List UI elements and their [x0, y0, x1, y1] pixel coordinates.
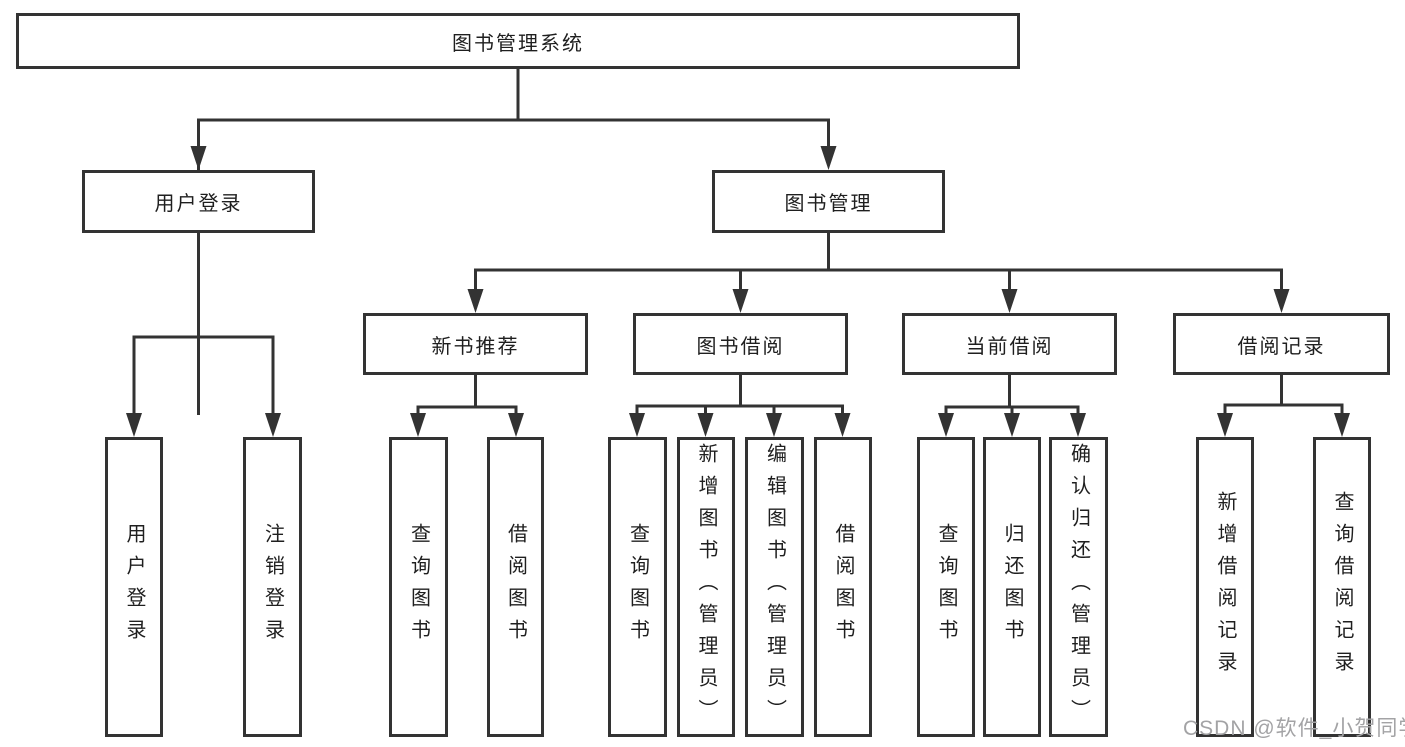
- node-add-borrow-record-label: 新增借阅记录: [1214, 491, 1236, 683]
- node-new-book-rec-label: 新书推荐: [431, 335, 520, 358]
- node-borrow-records-label: 借阅记录: [1237, 335, 1326, 358]
- arrowhead-down-icon: [190, 146, 207, 170]
- connector-book-mgmt-branch: [474, 233, 1283, 291]
- arrowhead-down-icon: [1001, 289, 1018, 313]
- arrowhead-down-icon: [938, 413, 954, 437]
- node-user-login-label: 用户登录: [154, 193, 243, 215]
- node-borrow-records: 借阅记录: [1173, 313, 1390, 375]
- arrowhead-down-icon: [766, 413, 782, 437]
- node-current-borrow: 当前借阅: [902, 313, 1117, 375]
- node-confirm-return-admin: 确认归还（管理员）: [1049, 437, 1108, 737]
- node-current-query-books: 查询图书: [917, 437, 975, 737]
- node-edit-books-admin-label: 编辑图书（管理员）: [763, 443, 786, 731]
- node-add-books-admin-label: 新增图书（管理员）: [695, 443, 717, 731]
- node-add-borrow-record: 新增借阅记录: [1196, 437, 1254, 737]
- node-return-books-label: 归还图书: [1001, 523, 1023, 651]
- arrowhead-down-icon: [834, 413, 851, 437]
- node-root-label: 图书管理系统: [452, 32, 584, 55]
- connector-borrow-records-branch: [1223, 375, 1344, 415]
- arrowhead-down-icon: [820, 146, 837, 170]
- node-rec-query-books-label: 查询图书: [407, 523, 430, 651]
- connector-new-book-rec-branch: [416, 375, 518, 415]
- arrowhead-down-icon: [1273, 289, 1290, 313]
- arrowhead-down-icon: [126, 413, 142, 437]
- node-return-books: 归还图书: [983, 437, 1041, 737]
- node-new-book-rec: 新书推荐: [363, 313, 588, 375]
- arrowhead-down-icon: [1334, 413, 1350, 437]
- watermark: CSDN @软件_小贺同学: [1183, 717, 1405, 740]
- node-rec-query-books: 查询图书: [389, 437, 448, 737]
- node-current-query-books-label: 查询图书: [935, 523, 957, 651]
- node-borrow-query-books-label: 查询图书: [626, 523, 649, 651]
- arrowhead-down-icon: [508, 413, 524, 437]
- arrowhead-down-icon: [410, 413, 426, 437]
- node-rec-borrow-books: 借阅图书: [487, 437, 544, 737]
- node-book-borrow: 图书借阅: [633, 313, 848, 375]
- node-user-login-leaf: 用户登录: [105, 437, 163, 737]
- node-book-mgmt-label: 图书管理: [784, 193, 873, 215]
- connector-root-to-level2: [197, 69, 830, 415]
- connector-current-borrow-branch: [944, 375, 1080, 415]
- arrowhead-down-icon: [697, 413, 714, 437]
- node-query-borrow-record: 查询借阅记录: [1313, 437, 1371, 737]
- arrowhead-down-icon: [1004, 413, 1020, 437]
- arrowhead-down-icon: [1217, 413, 1233, 437]
- connector-book-borrow-branch: [635, 375, 844, 415]
- node-query-borrow-record-label: 查询借阅记录: [1331, 491, 1353, 683]
- node-logout-leaf-label: 注销登录: [261, 523, 284, 651]
- arrowhead-down-icon: [467, 289, 484, 313]
- node-user-login: 用户登录: [82, 170, 315, 233]
- node-current-borrow-label: 当前借阅: [965, 335, 1054, 358]
- node-logout-leaf: 注销登录: [243, 437, 302, 737]
- node-edit-books-admin: 编辑图书（管理员）: [745, 437, 804, 737]
- arrowhead-down-icon: [265, 413, 281, 437]
- node-borrow-query-books: 查询图书: [608, 437, 667, 737]
- node-root: 图书管理系统: [16, 13, 1020, 69]
- arrowhead-down-icon: [1070, 413, 1086, 437]
- node-borrow-books-leaf: 借阅图书: [814, 437, 872, 737]
- node-book-mgmt: 图书管理: [712, 170, 945, 233]
- node-book-borrow-label: 图书借阅: [696, 335, 785, 358]
- node-add-books-admin: 新增图书（管理员）: [677, 437, 735, 737]
- node-confirm-return-admin-label: 确认归还（管理员）: [1067, 443, 1090, 731]
- node-user-login-leaf-label: 用户登录: [123, 523, 145, 651]
- node-borrow-books-leaf-label: 借阅图书: [832, 523, 854, 651]
- arrowheads: [126, 146, 1350, 437]
- connector-user-login-branch: [132, 233, 275, 415]
- arrowhead-down-icon: [732, 289, 749, 313]
- arrowhead-down-icon: [629, 413, 645, 437]
- node-rec-borrow-books-label: 借阅图书: [504, 523, 527, 651]
